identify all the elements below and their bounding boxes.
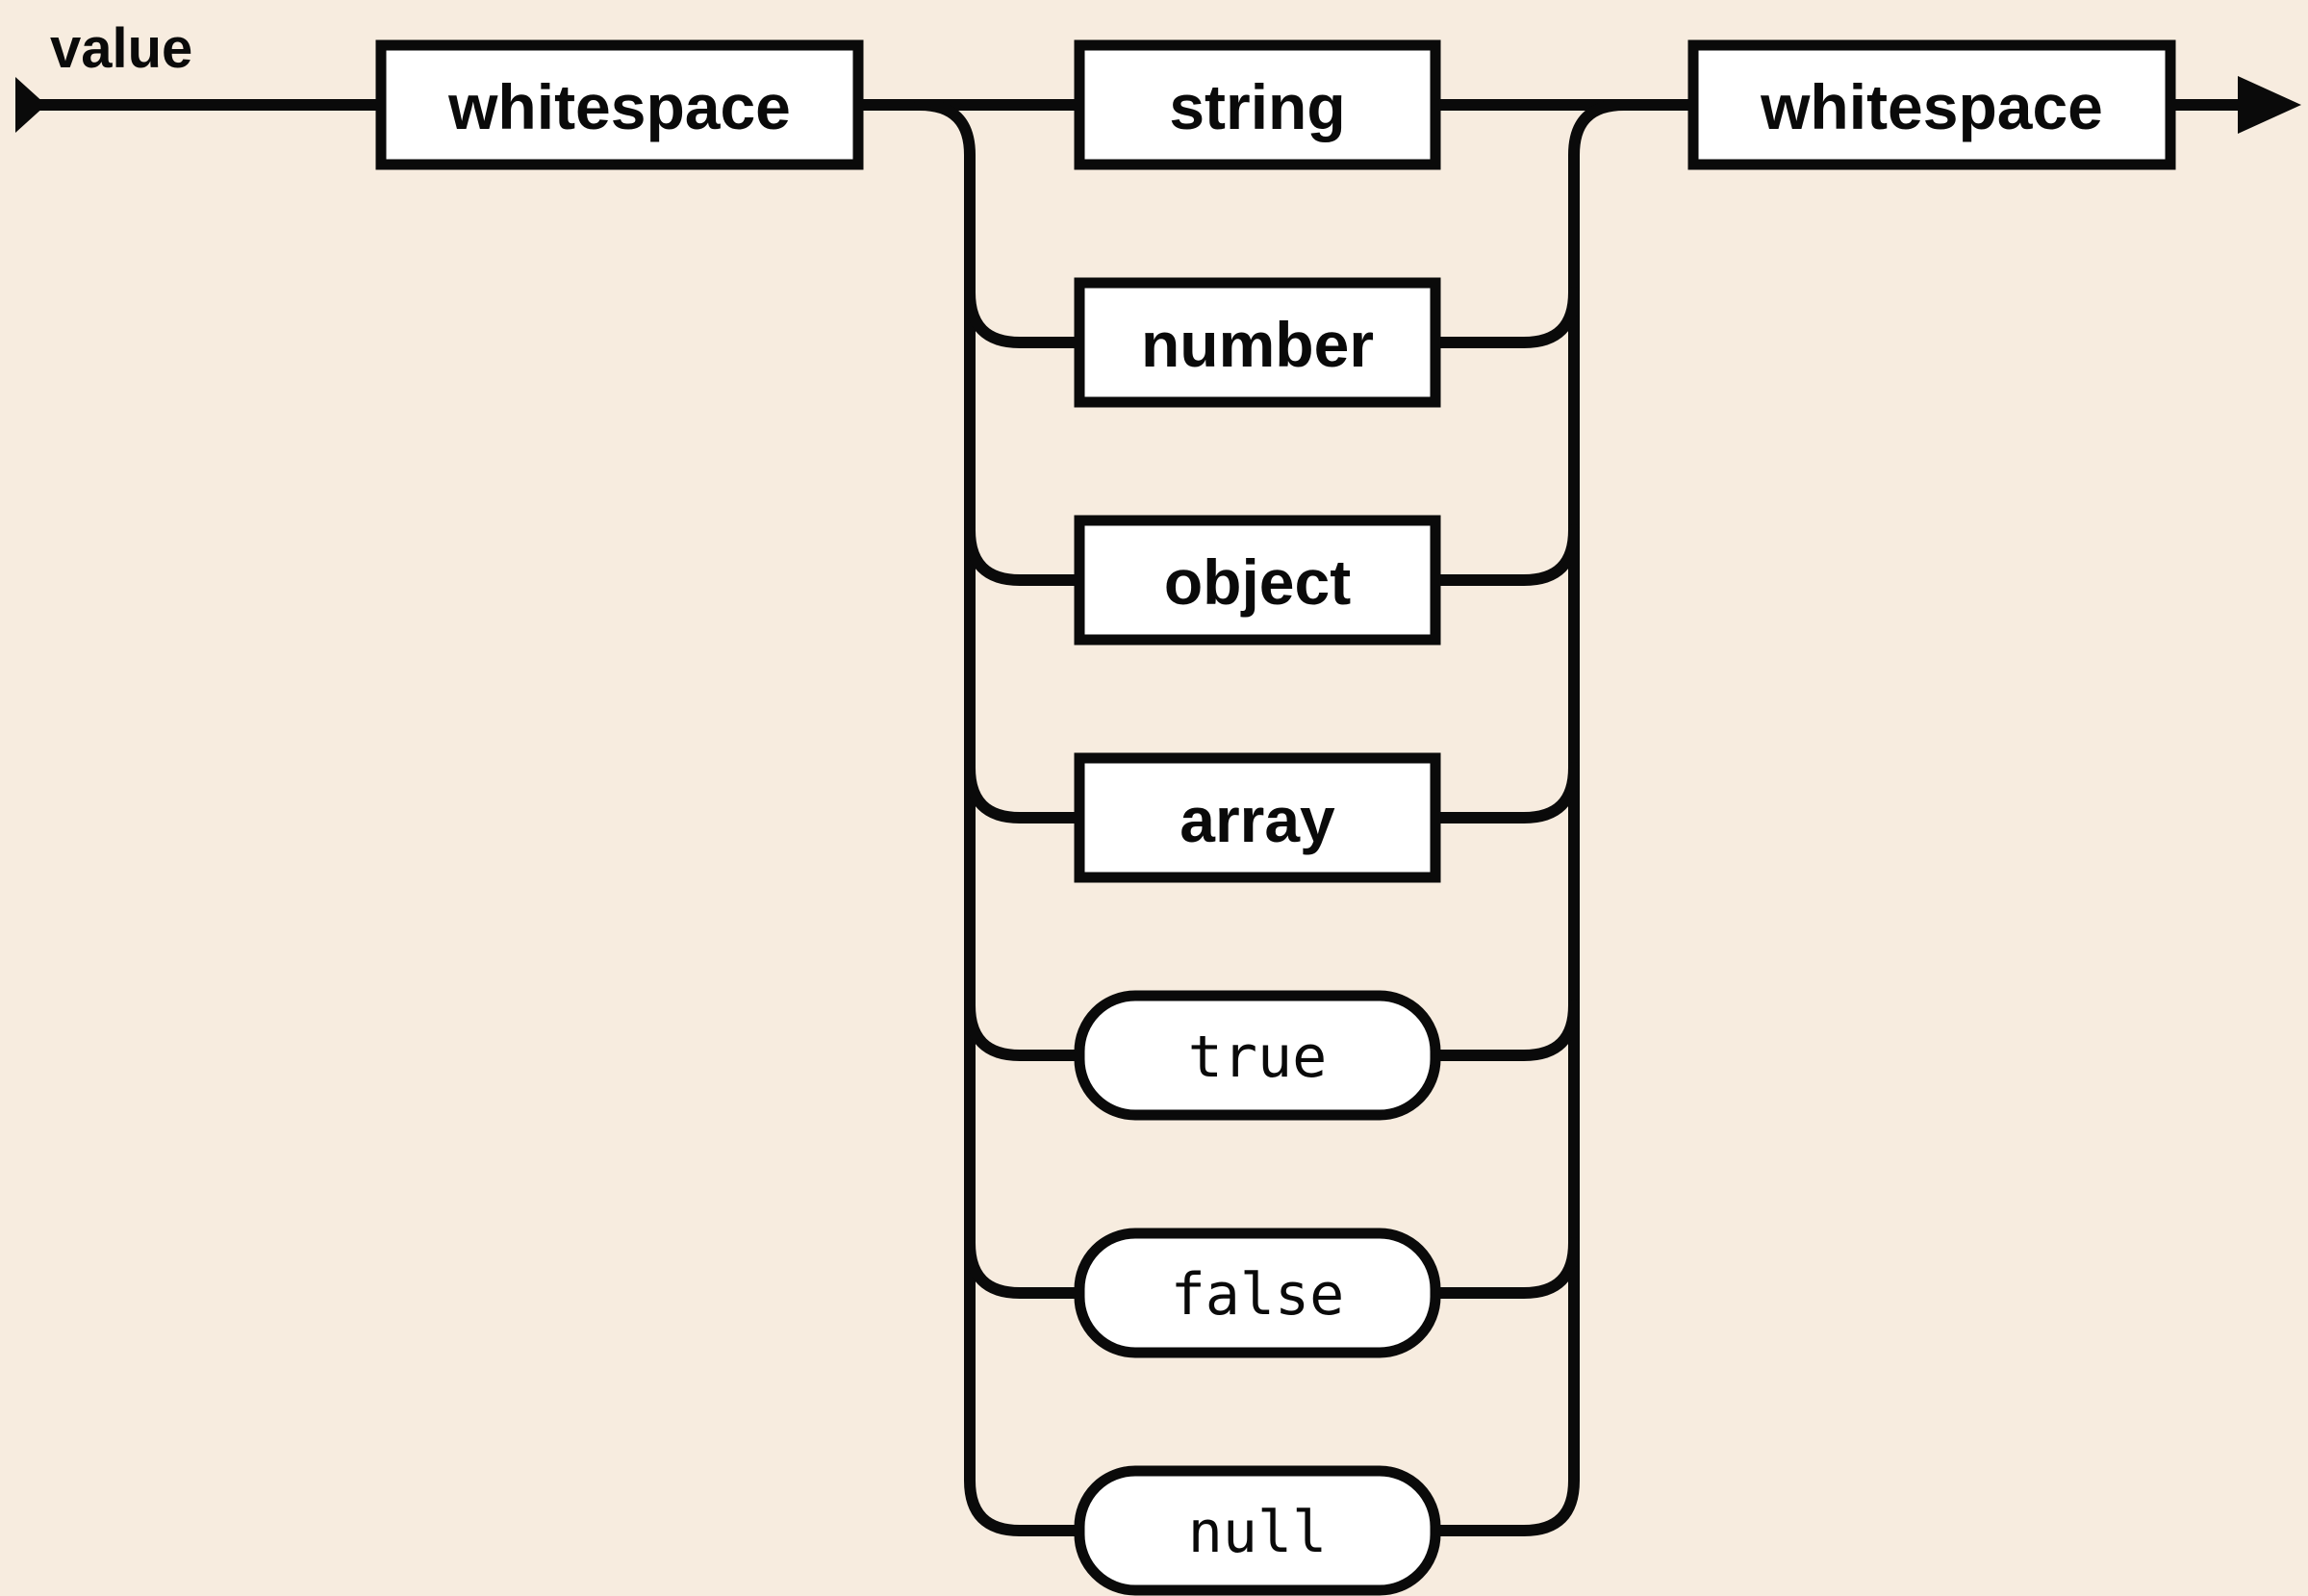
branch-node-array-label: array bbox=[1179, 784, 1335, 855]
row-connector-right bbox=[1430, 762, 1580, 823]
branch-node-true-pill bbox=[1074, 990, 1441, 1121]
branch-node-number: number bbox=[1074, 277, 1441, 408]
branch-node-object-box bbox=[1074, 515, 1441, 646]
row-connector-right bbox=[1430, 1237, 1580, 1299]
branch-node-array-box bbox=[1074, 752, 1441, 883]
branch-node-number-label: number bbox=[1141, 309, 1374, 380]
branch-node-false-label: false bbox=[1171, 1261, 1345, 1329]
node-whitespace-entry-label: whitespace bbox=[447, 71, 791, 142]
branch-node-object-label: object bbox=[1164, 546, 1351, 618]
row-connector-right bbox=[1430, 524, 1580, 586]
row-connector-right bbox=[1430, 287, 1580, 348]
row-connector-left bbox=[964, 1000, 1085, 1061]
end-arrow-icon bbox=[2238, 76, 2301, 134]
branch-node-null-label: null bbox=[1188, 1499, 1328, 1566]
branch-node-false-pill bbox=[1074, 1228, 1441, 1358]
branch-node-true: true bbox=[1074, 990, 1441, 1121]
branch-node-string-label: string bbox=[1169, 71, 1345, 142]
branch-node-string: string bbox=[1074, 39, 1441, 170]
node-whitespace-entry-box bbox=[375, 39, 864, 170]
node-whitespace-entry: whitespace bbox=[375, 39, 864, 170]
row-connector-right bbox=[1430, 1000, 1580, 1061]
row-connector-left bbox=[964, 287, 1085, 348]
branch-node-string-box bbox=[1074, 39, 1441, 170]
branch-node-false: false bbox=[1074, 1228, 1441, 1358]
rule-title: value bbox=[50, 17, 192, 80]
branch-merge-rail bbox=[1430, 99, 1699, 1536]
branch-node-object: object bbox=[1074, 515, 1441, 646]
node-whitespace-exit-box bbox=[1687, 39, 2176, 170]
row-connector-left bbox=[964, 762, 1085, 823]
branch-node-array: array bbox=[1074, 752, 1441, 883]
branch-node-true-label: true bbox=[1188, 1024, 1328, 1091]
node-whitespace-exit: whitespace bbox=[1687, 39, 2176, 170]
branch-node-null: null bbox=[1074, 1465, 1441, 1596]
node-whitespace-exit-label: whitespace bbox=[1760, 71, 2103, 142]
branch-node-null-pill bbox=[1074, 1465, 1441, 1596]
row-connector-left bbox=[964, 1237, 1085, 1299]
branch-node-number-box bbox=[1074, 277, 1441, 408]
branch-split-rail bbox=[914, 99, 1085, 1536]
row-connector-left bbox=[964, 524, 1085, 586]
